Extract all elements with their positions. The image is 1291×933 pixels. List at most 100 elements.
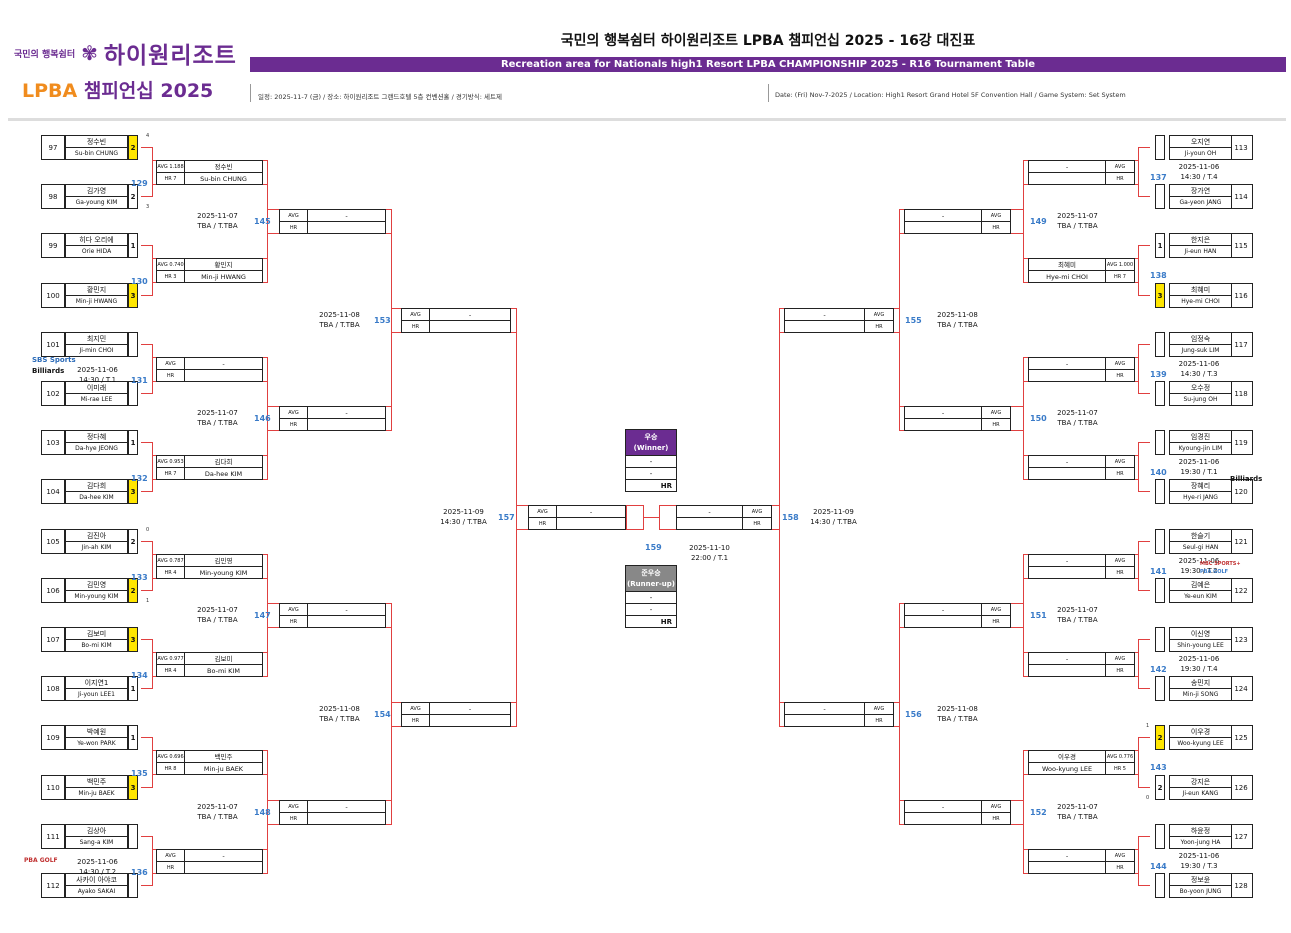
bracket-line	[1012, 406, 1024, 407]
bracket-line	[1138, 688, 1150, 689]
bracket-line	[1023, 774, 1028, 775]
seed-number: 125	[1229, 725, 1253, 750]
match-row-hr: HR	[280, 222, 385, 234]
player-name-english: Bo-mi KIM	[81, 642, 112, 649]
bracket-line	[1023, 750, 1024, 874]
avg-value: AVG 0.776	[1106, 754, 1134, 760]
player-name-english: Su-jung OH	[1183, 396, 1218, 403]
player-name-korean: 오지연	[1170, 136, 1231, 148]
player-name-korean: 김진아	[66, 530, 127, 542]
set-score	[128, 873, 138, 898]
winner-name-english: Bo-mi KIM	[207, 667, 240, 675]
bracket-line	[1138, 737, 1139, 788]
winner-name-english: Su-bin CHUNG	[200, 175, 247, 183]
hr-value: HR 5	[1113, 766, 1126, 772]
set-score	[1155, 578, 1165, 603]
seed-number: 101	[41, 332, 65, 357]
billiards-tv-logo: Billiards	[1230, 475, 1263, 483]
set-score: 2	[1155, 725, 1165, 750]
bracket-line	[771, 529, 780, 530]
result-hr: HR	[626, 615, 676, 627]
match-number: 143	[1150, 763, 1167, 772]
bracket-line	[152, 676, 157, 677]
hr-label: HR	[402, 321, 430, 333]
player-name-korean: 송민지	[1170, 677, 1231, 689]
match-time: TBA / T.TBA	[1057, 222, 1098, 230]
bracket-line	[1023, 554, 1028, 555]
match-row-hr: HR	[1029, 370, 1134, 382]
match-time: 14:30 / T.TBA	[440, 518, 487, 526]
logo-high1: 국민의 행복쉼터✾하이원리조트	[14, 36, 237, 70]
bracket-line	[391, 726, 401, 727]
bracket-line	[1138, 491, 1150, 492]
winner-name-english: Min-ju BAEK	[203, 765, 244, 773]
bracket-line	[267, 406, 279, 407]
match-time: 19:30 / T.2	[1180, 567, 1218, 575]
avg-label: AVG	[1114, 164, 1126, 170]
bracket-line	[141, 393, 153, 394]
avg-label: AVG	[157, 358, 185, 369]
match-row-avg: -AVG	[905, 407, 1010, 419]
winner-name-korean: 이우경	[1029, 751, 1106, 762]
bracket-line	[386, 824, 391, 825]
logo-champ-text: 챔피언십 2025	[83, 80, 214, 102]
seed-number: 105	[41, 529, 65, 554]
bracket-line	[152, 245, 153, 296]
winner-name-english	[905, 616, 982, 628]
bracket-line	[1023, 160, 1028, 161]
match-number: 152	[1030, 808, 1047, 817]
set-score	[1155, 430, 1165, 455]
logo-big-text: 하이원리조트	[103, 43, 237, 69]
bracket-line	[1023, 479, 1028, 480]
winner-name-english	[308, 616, 385, 628]
winner-name-english	[557, 518, 625, 530]
set-score: 1	[128, 725, 138, 750]
bracket-line	[1012, 627, 1024, 628]
seed-number: 107	[41, 627, 65, 652]
set-score: 2	[128, 184, 138, 209]
player-name-english: Mi-rae LEE	[80, 396, 113, 403]
bracket-line	[152, 737, 153, 788]
winner-name: -	[345, 803, 348, 811]
bracket-line	[267, 554, 268, 677]
set-score	[128, 381, 138, 406]
player-name-english: Orie HIDA	[81, 248, 112, 255]
match-date: 2025-11-09	[443, 508, 484, 516]
